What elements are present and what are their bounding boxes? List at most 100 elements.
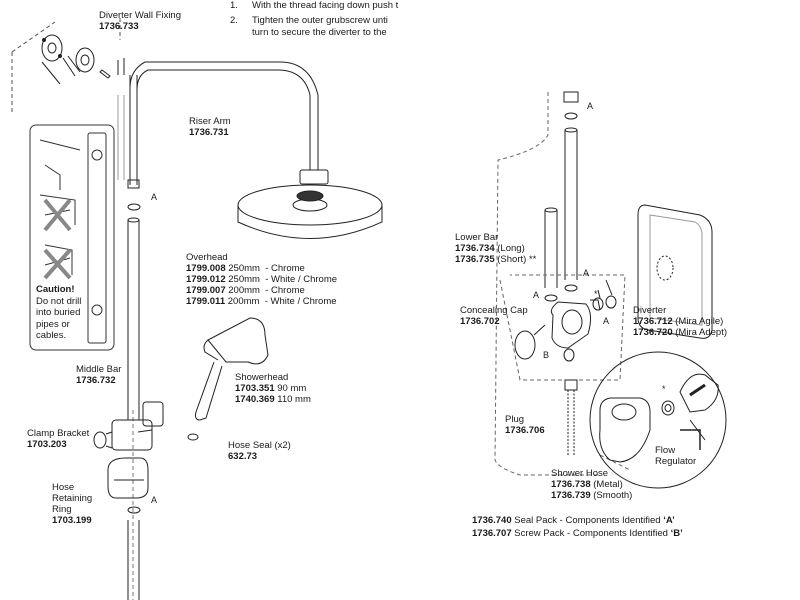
part-name: Clamp Bracket — [27, 428, 90, 439]
label-overhead: Overhead 1799.008 250mm - Chrome 1799.01… — [186, 252, 337, 307]
instruction-step-2-cont: turn to secure the diverter to the — [230, 27, 387, 39]
part-code: 1703.351 — [235, 383, 275, 394]
part-size: 250mm — [228, 263, 260, 274]
callout-a-diverter: A — [603, 316, 610, 326]
pack-letter: ‘B’ — [670, 528, 683, 539]
label-concealing-cap: Concealing Cap 1736.702 — [460, 305, 528, 327]
part-code: 1799.008 — [186, 263, 226, 274]
pack-code: 1736.740 — [472, 515, 512, 526]
shower-hose-row: 1736.739 (Smooth) — [551, 490, 632, 501]
part-code: 1703.199 — [52, 515, 92, 526]
seal-a-top-left — [127, 203, 141, 211]
part-code: 1736.712 — [633, 316, 673, 327]
part-name-line: Retaining — [52, 493, 93, 504]
part-name: Plug — [505, 414, 525, 425]
shower-hose-row: 1736.738 (Metal) — [551, 479, 632, 490]
riser-arm-part — [117, 58, 319, 189]
label-riser-arm: Riser Arm 1736.731 — [189, 116, 231, 138]
overhead-row: 1799.008 250mm - Chrome — [186, 263, 337, 274]
caution-box — [29, 124, 115, 351]
part-name: Showerhead — [235, 372, 289, 383]
pack-text: Screw Pack - Components Identified — [514, 528, 671, 539]
label-flow-regulator: Flow Regulator — [655, 445, 696, 467]
caution-line: into buried — [36, 307, 81, 318]
callout-b-screw: B — [543, 350, 550, 360]
part-name-line: Hose — [52, 482, 75, 493]
middle-bar-lower — [127, 520, 140, 600]
wall-plate-part — [637, 204, 713, 339]
label-diverter-wall-fixing: Diverter Wall Fixing 1736.733 — [99, 10, 181, 32]
hose-retaining-ring-part — [107, 457, 149, 499]
part-name: Diverter — [633, 305, 667, 316]
part-code: 1736.732 — [76, 375, 116, 386]
label-plug: Plug 1736.706 — [505, 414, 545, 436]
label-lower-bar: Lower Bar 1736.734 (Long) 1736.735 (Shor… — [455, 232, 536, 265]
instruction-text: With the thread facing down push t — [252, 0, 399, 11]
instruction-step-1: 1.With the thread facing down push t — [230, 0, 398, 12]
part-size: 200mm — [227, 296, 260, 307]
callout-a-lower-bar: A — [583, 268, 590, 278]
callout-a-right-top: A — [587, 101, 594, 111]
diverter-wall-fixing-part — [41, 34, 111, 85]
part-code: 1703.203 — [27, 439, 67, 450]
caution-line: cables. — [36, 330, 67, 341]
part-name: Lower Bar — [455, 232, 499, 243]
part-finish: - Chrome — [265, 285, 305, 296]
callout-a-seal: A — [533, 290, 540, 300]
seal-a-right-2 — [564, 284, 578, 292]
part-name: Middle Bar — [76, 364, 122, 375]
part-name-line: Ring — [52, 504, 72, 515]
part-code: 1736.738 — [551, 479, 591, 490]
part-size: 110 mm — [277, 394, 311, 405]
part-finish: - Chrome — [265, 263, 305, 274]
part-note: (Smooth) — [593, 490, 633, 501]
part-code: 632.73 — [228, 451, 258, 462]
part-code: 1799.007 — [186, 285, 226, 296]
part-code: 1736.731 — [189, 127, 229, 138]
seal-a-lower-left — [127, 506, 141, 514]
part-name: Shower Hose — [551, 468, 609, 479]
part-finish: - White / Chrome — [265, 274, 338, 285]
overhead-row: 1799.012 250mm - White / Chrome — [186, 274, 337, 285]
label-showerhead: Showerhead 1703.351 90 mm 1740.369 110 m… — [235, 372, 311, 405]
pack-code: 1736.707 — [472, 528, 512, 539]
instruction-text: Tighten the outer grubscrew unti — [252, 15, 388, 26]
callout-star-diverter: * — [594, 289, 598, 299]
wall-dashed-outline — [11, 18, 121, 112]
caution-note: Caution! Do not drill into buried pipes … — [36, 284, 81, 342]
diverter-part — [550, 295, 617, 349]
pack-note-seal: 1736.740 Seal Pack - Components Identifi… — [472, 515, 675, 526]
instruction-number: 2. — [230, 15, 238, 26]
pack-letter: ‘A’ — [663, 515, 675, 526]
callout-a-left-bottom: A — [151, 495, 158, 505]
part-code: 1736.702 — [460, 316, 500, 327]
clamp-bracket-part — [93, 401, 164, 451]
showerhead-row: 1740.369 110 mm — [235, 394, 311, 405]
part-name-line: Regulator — [655, 456, 697, 467]
callout-a-left-top: A — [151, 192, 158, 202]
instruction-step-2: 2. Tighten the outer grubscrew unti — [230, 15, 388, 27]
dashed-enclosure — [494, 92, 631, 476]
screw-b — [533, 324, 546, 336]
part-code: 1736.735 — [455, 254, 495, 265]
pack-note-screw: 1736.707 Screw Pack - Components Identif… — [472, 528, 683, 539]
lower-bar-row: 1736.734 (Long) — [455, 243, 536, 254]
caution-line: Do not drill — [36, 295, 82, 307]
instruction-text: turn to secure the diverter to the — [252, 27, 387, 38]
showerhead-row: 1703.351 90 mm — [235, 383, 311, 394]
seal-a-right-1 — [544, 294, 558, 302]
label-hose-seal: Hose Seal (x2) 632.73 — [228, 440, 291, 462]
part-name: Riser Arm — [189, 116, 231, 127]
label-middle-bar: Middle Bar 1736.732 — [76, 364, 121, 386]
label-hose-retaining-ring: Hose Retaining Ring 1703.199 — [52, 482, 92, 526]
diverter-row: 1736.720 (Mira Adept) — [633, 327, 727, 338]
lower-bar-part — [544, 207, 558, 288]
part-name: Hose Seal (x2) — [228, 440, 291, 451]
part-code: 1736.739 — [551, 490, 591, 501]
part-size: 90 mm — [277, 383, 307, 394]
part-code: 1736.733 — [99, 21, 139, 32]
part-note: (Mira Agile) — [675, 316, 724, 327]
part-code: 1736.720 — [633, 327, 673, 338]
overhead-row: 1799.011 200mm - White / Chrome — [186, 296, 337, 307]
